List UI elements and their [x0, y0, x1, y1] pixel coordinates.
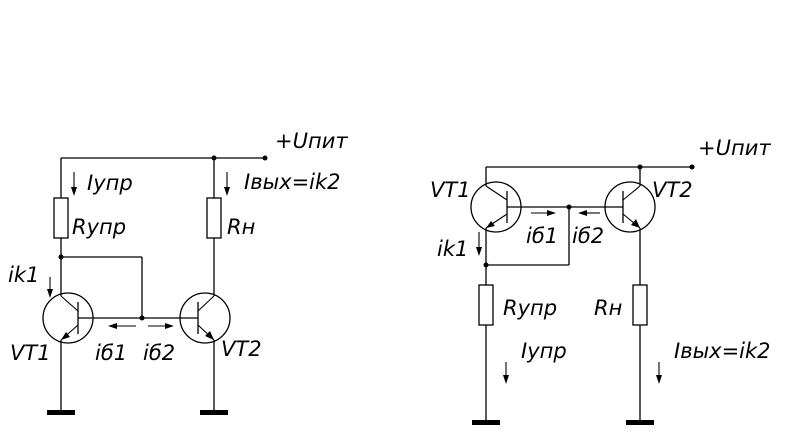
- right-ib1-arrow: [531, 210, 556, 216]
- left-ib1-label: iб1: [95, 341, 127, 365]
- left-i-out-label: Iвых=ik2: [244, 170, 341, 194]
- left-ik1-arrow: [47, 277, 53, 298]
- right-ib2-arrow: [578, 210, 600, 216]
- left-vt1-label: VT1: [10, 341, 51, 365]
- left-i-upr-arrow: [71, 172, 77, 196]
- left-ib2-arrow: [148, 323, 174, 329]
- left-r-load-label: Rн: [227, 215, 255, 239]
- left-vt2-label: VT2: [221, 337, 262, 361]
- left-supply-label: +Uпит: [275, 129, 348, 153]
- left-supply-terminal: [262, 155, 268, 161]
- left-vt1-transistor: [42, 292, 94, 344]
- left-vt2-ground: [200, 410, 228, 415]
- right-ib2-label: iб2: [572, 224, 604, 248]
- right-vt1-transistor: [470, 181, 522, 233]
- left-vt2-transistor: [179, 292, 231, 344]
- left-r-upr-label: Rупр: [72, 215, 126, 239]
- left-i-upr-label: Iупр: [87, 171, 133, 195]
- right-i-out-arrow: [656, 362, 662, 384]
- right-r-upr-resistor: [478, 284, 494, 326]
- left-ib1-arrow: [108, 323, 136, 329]
- right-supply-terminal: [689, 164, 695, 170]
- right-ik1-label: ik1: [437, 237, 468, 261]
- right-ib1-label: iб1: [526, 224, 558, 248]
- right-r-load-resistor: [632, 284, 648, 326]
- right-r-load-label: Rн: [594, 296, 622, 320]
- left-vt1-ground: [47, 410, 75, 415]
- right-i-out-label: Iвых=ik2: [674, 339, 771, 363]
- right-ik1-arrow: [476, 232, 482, 256]
- left-r-load-resistor: [206, 197, 222, 239]
- right-vt2-label: VT2: [652, 178, 693, 202]
- left-i-out-arrow: [224, 172, 230, 196]
- right-i-upr-arrow: [503, 362, 509, 384]
- right-circuit: +Uпит VT1 VT2 iб1 iб2 ik1 Rупр Rн Iупр I…: [430, 136, 771, 425]
- left-r-upr-resistor: [53, 197, 69, 239]
- left-ib2-label: iб2: [143, 341, 175, 365]
- left-circuit: +Uпит Iупр Rупр Iвых=ik2 Rн ik1 VT1 VT2 …: [8, 129, 348, 415]
- right-vt1-label: VT1: [430, 178, 471, 202]
- right-supply-label: +Uпит: [698, 136, 771, 160]
- right-vt2-ground: [626, 420, 654, 425]
- right-r-upr-label: Rупр: [503, 296, 557, 320]
- right-vt1-ground: [472, 420, 500, 425]
- left-ik1-label: ik1: [8, 263, 39, 287]
- right-i-upr-label: Iупр: [521, 339, 567, 363]
